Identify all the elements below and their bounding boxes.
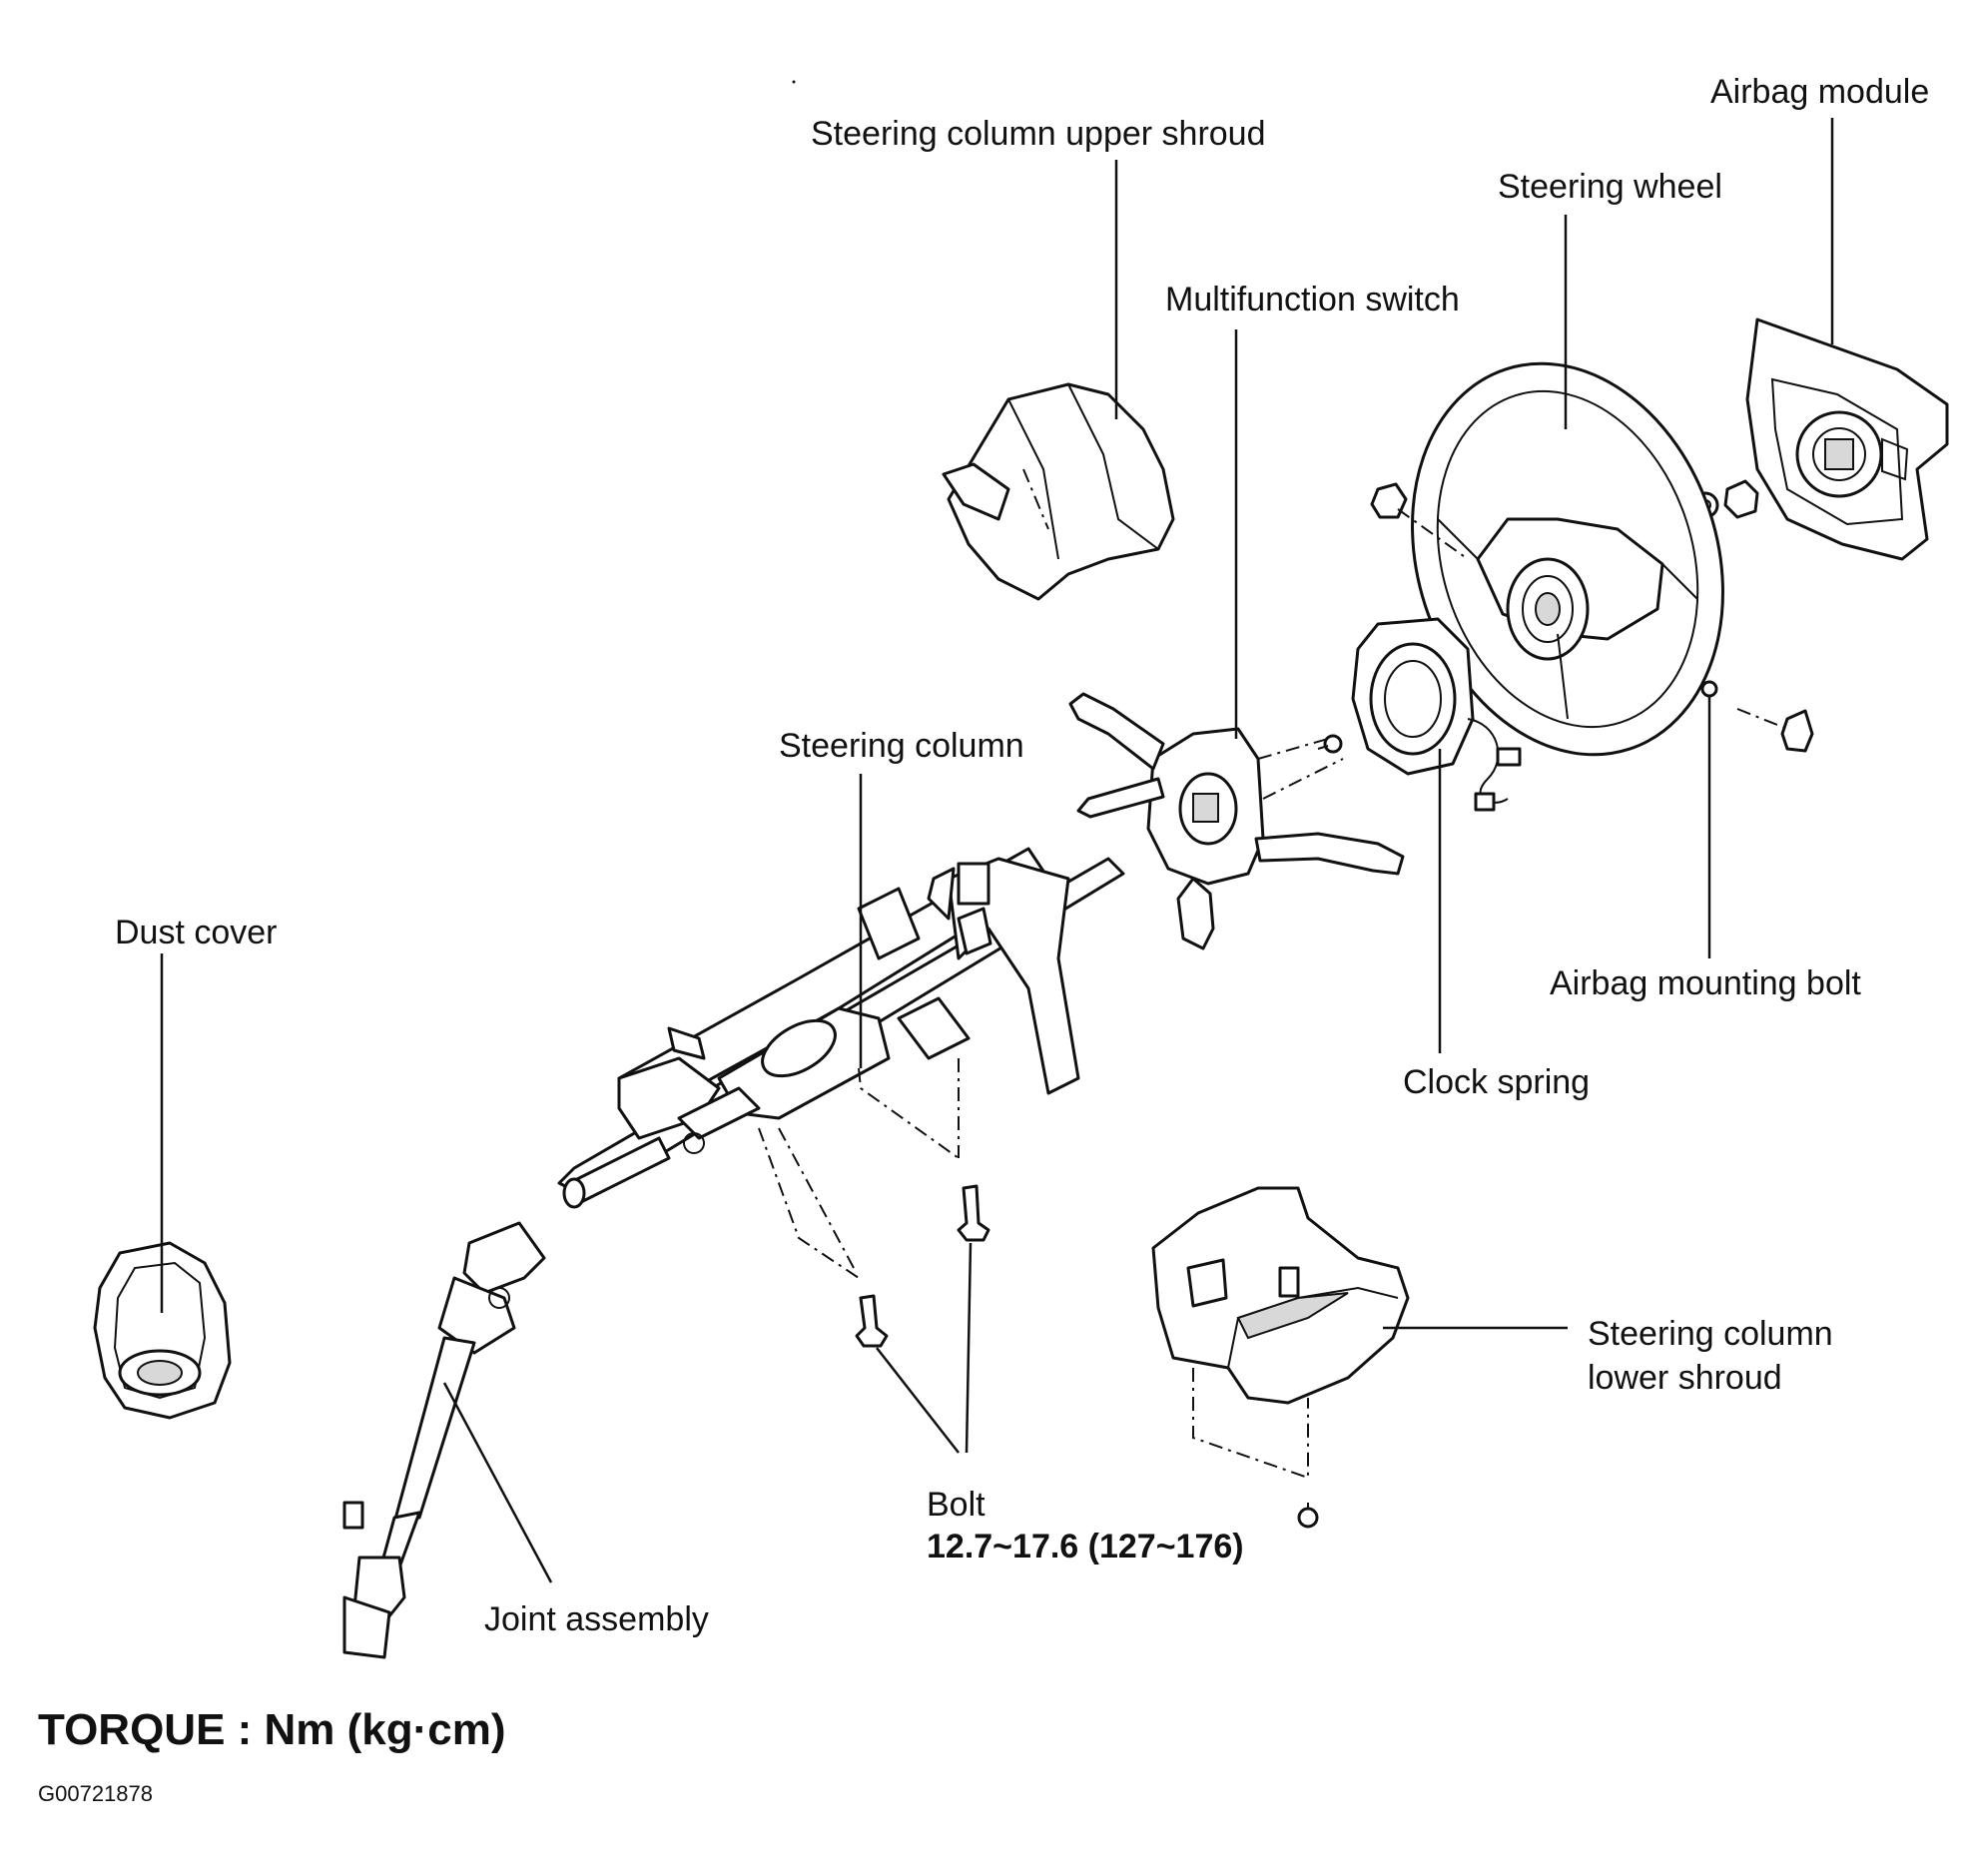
- airbag-mounting-bolt: [1700, 680, 1718, 698]
- clock-spring-part: [1351, 617, 1522, 812]
- column-bolt-dash-4: [778, 1127, 855, 1269]
- label-bolt: Bolt: [927, 1486, 986, 1524]
- lower-shroud-part: [1151, 1186, 1410, 1405]
- figure-id: G00721878: [38, 1781, 153, 1806]
- airbag-module-part: [1745, 317, 1949, 561]
- label-lower-shroud-line1: Steering column: [1588, 1315, 1833, 1353]
- column-bolts: [855, 1184, 990, 1348]
- switch-screw: [1317, 734, 1343, 754]
- torque-units-title: TORQUE : Nm (kg·cm): [38, 1705, 506, 1754]
- column-bolt-dash-1: [858, 1067, 960, 1159]
- label-dust-cover: Dust cover: [115, 914, 278, 951]
- lower-shroud-dash: [1192, 1368, 1309, 1480]
- wheel-clips: [1370, 482, 1814, 753]
- label-upper-shroud: Steering column upper shroud: [811, 115, 1266, 153]
- bolt-leader-1: [876, 1347, 960, 1454]
- joint-assembly-part: [342, 1221, 546, 1659]
- bolt-leader-2: [965, 1242, 973, 1454]
- label-airbag-mounting-bolt: Airbag mounting bolt: [1550, 964, 1861, 1002]
- label-steering-column: Steering column: [779, 727, 1024, 765]
- upper-shroud-part: [942, 382, 1175, 601]
- label-airbag-module: Airbag module: [1710, 73, 1930, 111]
- speck: [792, 80, 796, 84]
- steering-column-part: [557, 847, 1125, 1209]
- label-bolt-torque: 12.7~17.6 (127~176): [927, 1528, 1244, 1565]
- multifunction-switch-part: [1068, 692, 1405, 950]
- label-lower-shroud-line2: lower shroud: [1588, 1359, 1782, 1397]
- lower-shroud-screw: [1297, 1503, 1319, 1529]
- steering-wheel-part: [1411, 361, 1724, 757]
- joint-assembly-leader: [442, 1382, 553, 1583]
- label-joint-assembly: Joint assembly: [484, 1600, 709, 1638]
- dust-cover-part: [93, 1241, 232, 1420]
- label-clock-spring: Clock spring: [1403, 1063, 1591, 1101]
- label-multifunction-switch: Multifunction switch: [1165, 281, 1460, 318]
- column-bolt-dash-3: [758, 1127, 860, 1279]
- label-steering-wheel: Steering wheel: [1498, 168, 1722, 206]
